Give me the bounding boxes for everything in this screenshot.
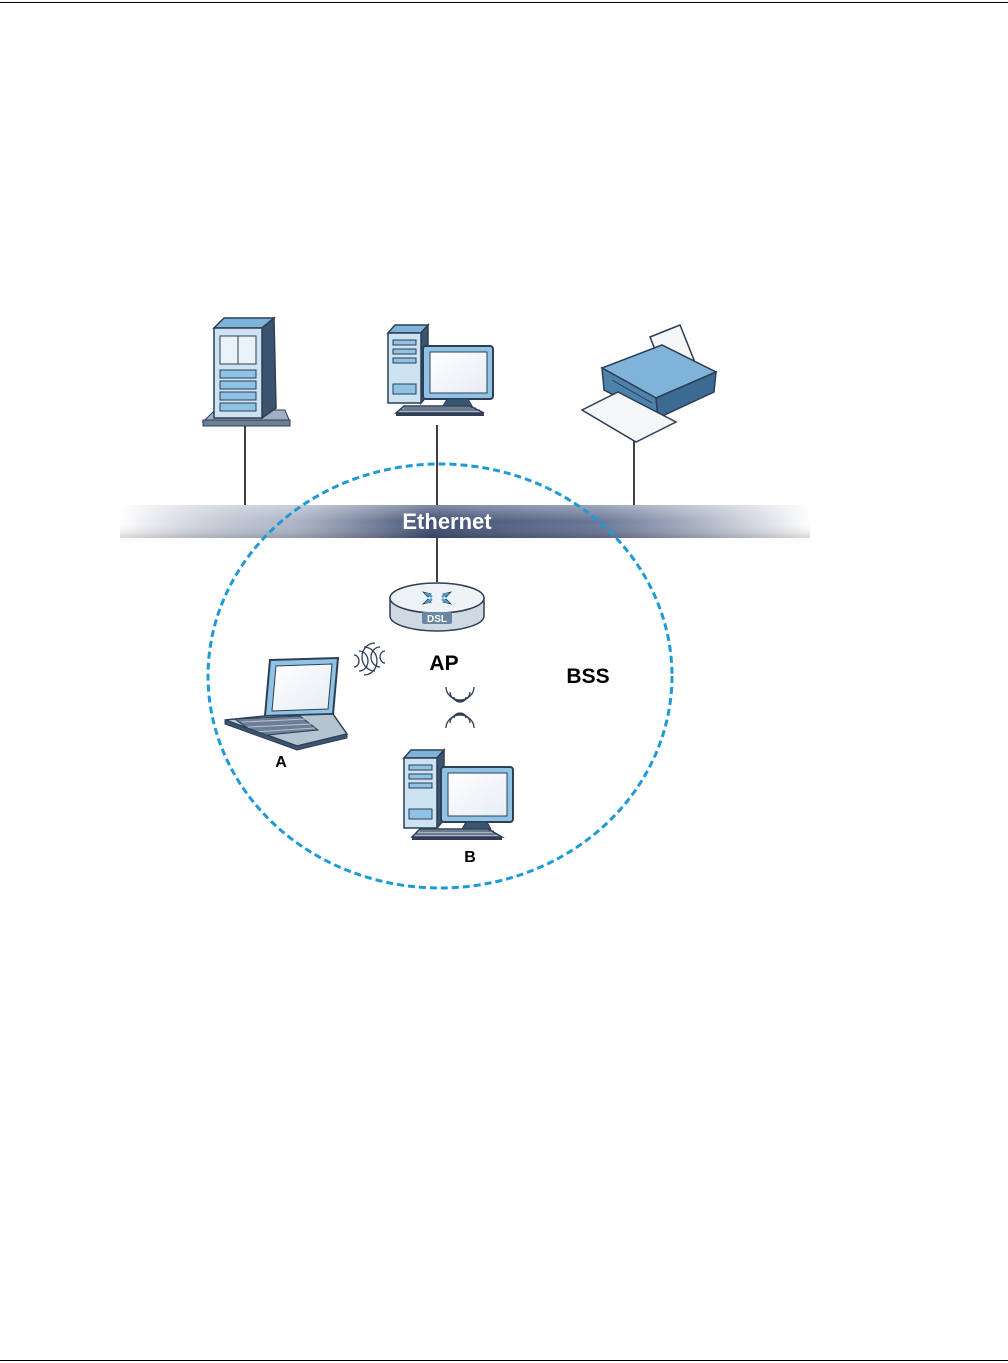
ethernet-label: Ethernet <box>402 509 492 534</box>
server-tower-icon <box>203 318 290 426</box>
router-icon: DSL <box>390 583 484 631</box>
wireless-signal-icon <box>446 687 474 728</box>
printer-icon <box>582 325 716 442</box>
desktop-computer-icon <box>388 325 493 416</box>
ap-label: AP <box>429 652 458 675</box>
bss-label: BSS <box>566 665 609 688</box>
station-a-label: A <box>275 754 287 771</box>
wireless-signal-icon <box>354 643 385 675</box>
ethernet-backbone: Ethernet <box>120 505 810 538</box>
desktop-computer-icon <box>404 750 513 840</box>
station-b-label: B <box>464 849 476 866</box>
page-bottom-rule <box>0 1360 1008 1361</box>
dsl-badge: DSL <box>427 614 447 625</box>
laptop-icon <box>225 658 347 750</box>
